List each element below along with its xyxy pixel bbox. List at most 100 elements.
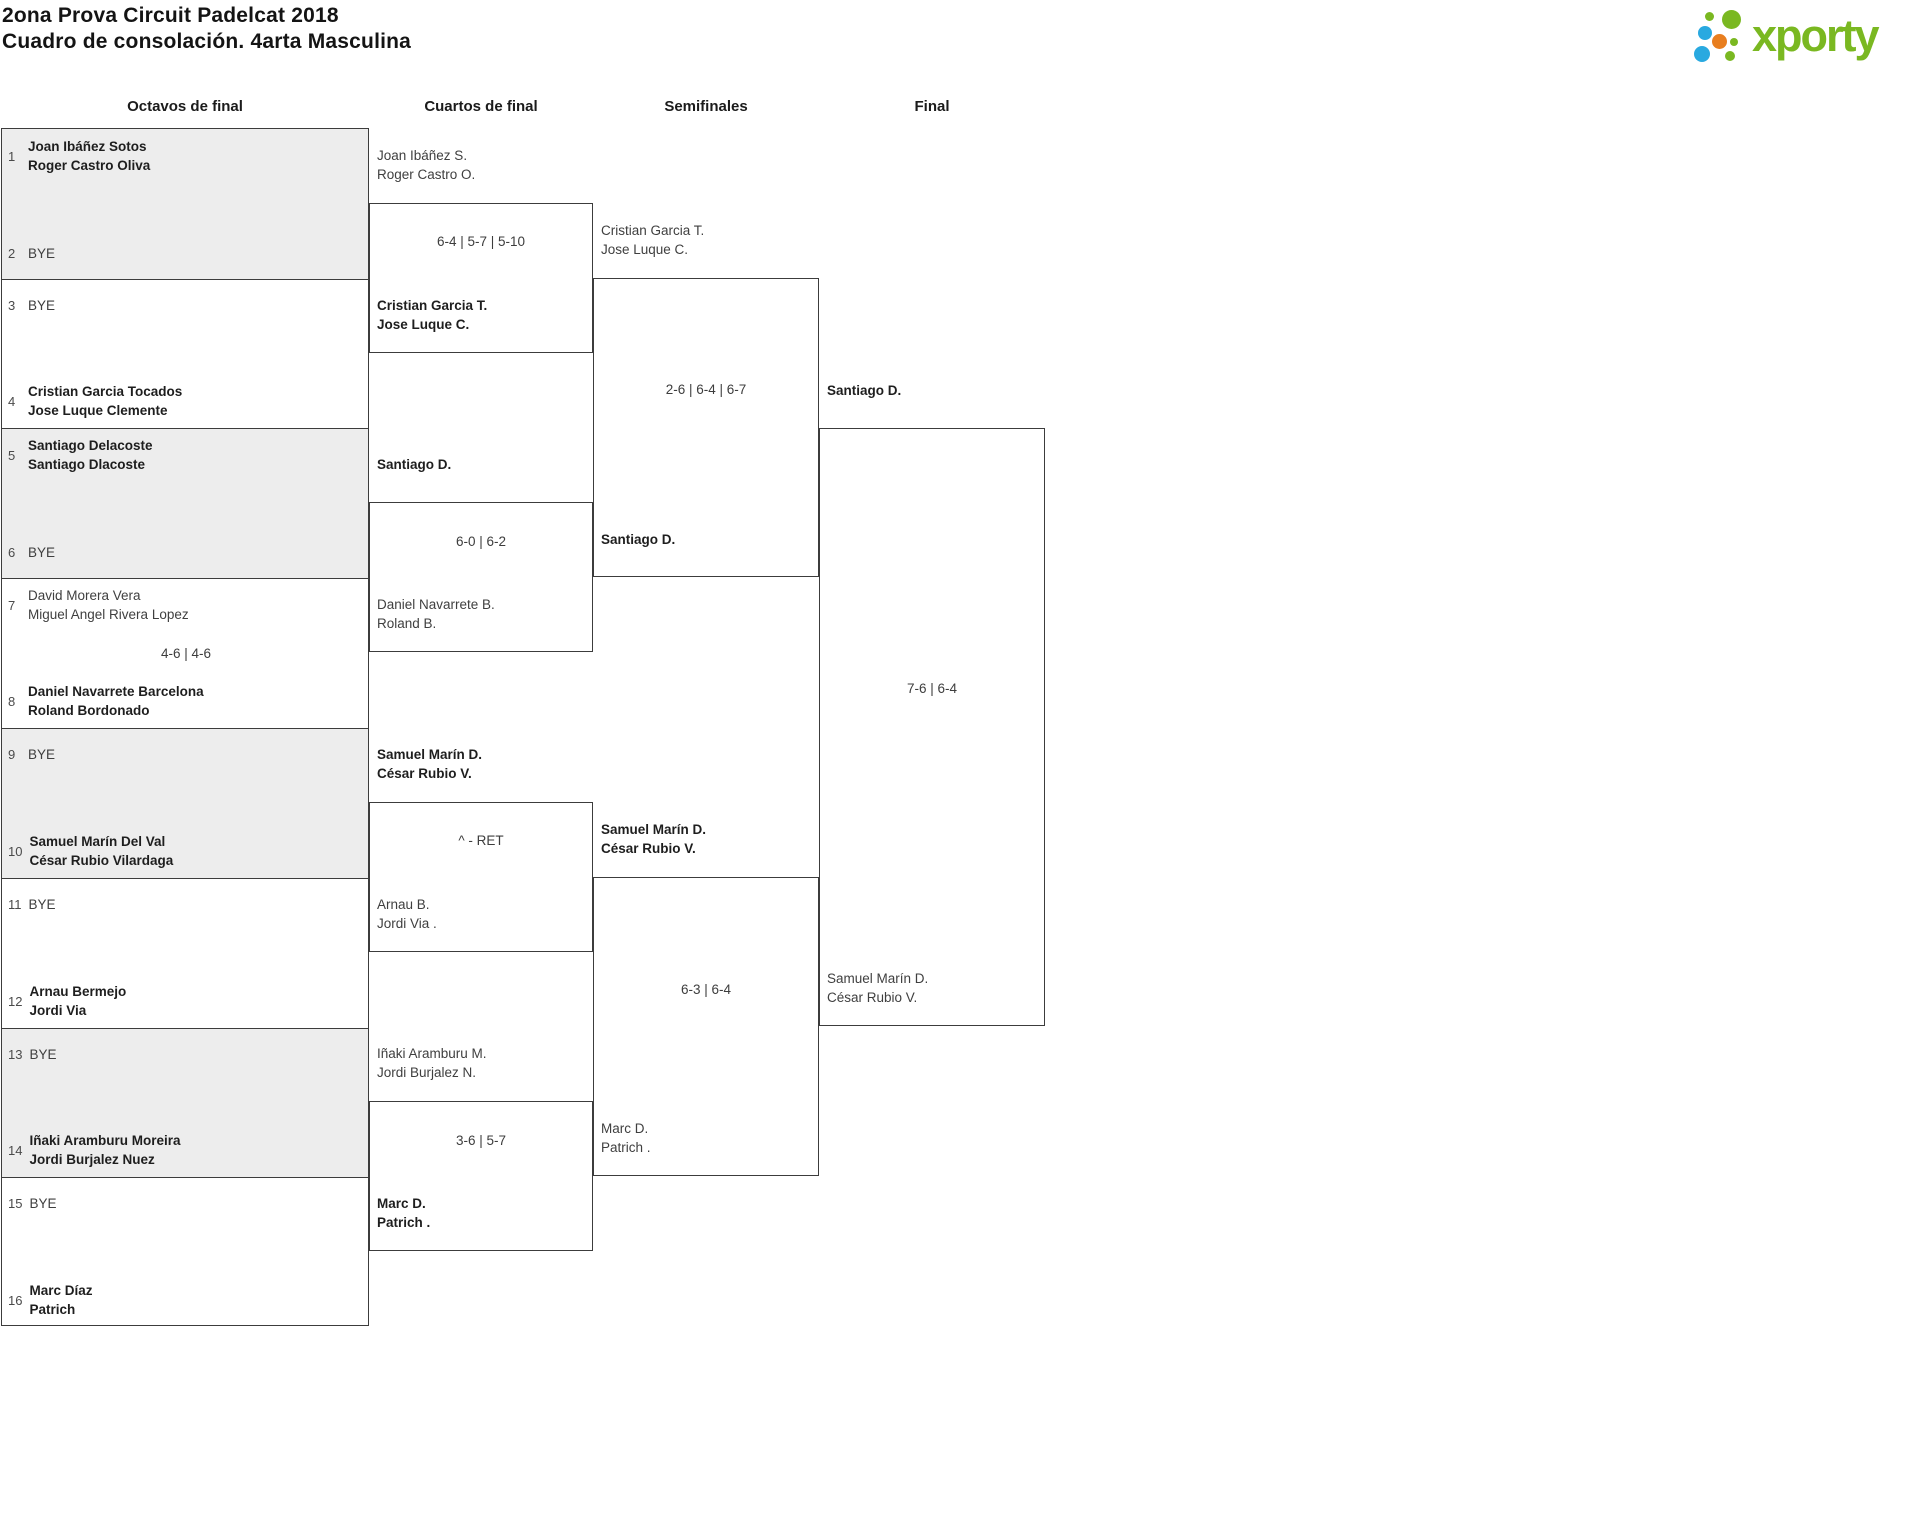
xporty-logo[interactable]: xporty	[1688, 2, 1918, 72]
sf1-score: 2-6 | 6-4 | 6-7	[665, 382, 747, 397]
qf1-score: 6-4 | 5-7 | 5-10	[436, 234, 526, 249]
r16-slot-seed-2: 2 BYE	[8, 244, 360, 263]
sf2-score: 6-3 | 6-4	[680, 982, 732, 997]
bye-label: BYE	[28, 897, 56, 912]
r16-divider	[2, 1177, 368, 1178]
qf4-top-team: Iñaki Aramburu M. Jordi Burjalez N.	[377, 1046, 487, 1080]
r16-divider	[2, 728, 368, 729]
sf-box-1	[593, 278, 819, 577]
qf2-top-team: Santiago D.	[377, 457, 452, 472]
logo-dot-blue-large	[1694, 46, 1710, 62]
r16-slot-seed-3: 3 BYE	[8, 296, 360, 315]
r16-divider	[2, 1028, 368, 1029]
bye-label: BYE	[28, 747, 56, 762]
qf2-score: 6-0 | 6-2	[455, 534, 507, 549]
qf3-top-team: Samuel Marín D. César Rubio V.	[377, 747, 483, 781]
qf1-bottom-team: Cristian Garcia T. Jose Luque C.	[377, 298, 488, 332]
logo-wordmark: xporty	[1752, 10, 1880, 61]
seed-number: 5	[8, 447, 16, 463]
r16-slot-seed-7: 7 David Morera Vera Miguel Angel Rivera …	[8, 586, 360, 624]
seed-number: 1	[8, 148, 16, 164]
team-name: David Morera Vera Miguel Angel Rivera Lo…	[28, 588, 189, 622]
seed-number: 9	[8, 747, 16, 762]
logo-dot-green-small-top	[1705, 12, 1714, 21]
r16-divider	[2, 578, 368, 579]
team-name: Samuel Marín Del Val César Rubio Vilarda…	[29, 834, 174, 868]
r16-divider	[2, 279, 368, 280]
qf-box-1	[369, 203, 593, 353]
sf-box-2	[593, 877, 819, 1176]
seed-number: 4	[8, 393, 16, 409]
logo-dot-green-small-mid	[1730, 38, 1738, 46]
team-name: Joan Ibáñez Sotos Roger Castro Oliva	[28, 139, 151, 173]
seed-number: 8	[8, 693, 16, 709]
qf3-score: ^ - RET	[458, 833, 504, 848]
logo-dot-green-large	[1722, 10, 1741, 29]
round-of-16-column: 1 Joan Ibáñez Sotos Roger Castro Oliva 2…	[1, 128, 369, 1326]
qf2-bottom-team: Daniel Navarrete B. Roland B.	[377, 597, 495, 631]
page-title-line2: Cuadro de consolación. 4arta Masculina	[2, 30, 412, 53]
seed-number: 16	[8, 1292, 23, 1308]
bye-label: BYE	[28, 545, 56, 560]
team-name: Marc Díaz Patrich	[29, 1283, 93, 1317]
sf1-bottom-team: Santiago D.	[601, 532, 676, 547]
r16-slot-seed-16: 16 Marc Díaz Patrich	[8, 1281, 360, 1319]
qf1-top-team: Joan Ibáñez S. Roger Castro O.	[377, 148, 476, 182]
logo-dot-green-bottom	[1725, 51, 1735, 61]
bye-label: BYE	[28, 298, 56, 313]
final-bottom-team: Samuel Marín D. César Rubio V.	[827, 971, 929, 1005]
team-name: Iñaki Aramburu Moreira Jordi Burjalez Nu…	[29, 1133, 181, 1167]
seed-number: 6	[8, 545, 16, 560]
seed-number: 12	[8, 993, 23, 1009]
qf3-bottom-team: Arnau B. Jordi Via .	[377, 897, 437, 931]
bye-label: BYE	[29, 1047, 57, 1062]
r16-slot-seed-9: 9 BYE	[8, 745, 360, 764]
team-name: Cristian Garcia Tocados Jose Luque Cleme…	[28, 384, 183, 418]
final-score: 7-6 | 6-4	[906, 681, 958, 696]
seed-number: 10	[8, 843, 23, 859]
sf1-top-team: Cristian Garcia T. Jose Luque C.	[601, 223, 705, 257]
logo-dot-orange	[1712, 34, 1727, 49]
team-name: Arnau Bermejo Jordi Via	[29, 984, 127, 1018]
bye-label: BYE	[29, 1196, 57, 1211]
team-name: Daniel Navarrete Barcelona Roland Bordon…	[28, 684, 204, 718]
r16-match-3-shading	[2, 428, 368, 578]
sf2-bottom-team: Marc D. Patrich .	[601, 1121, 651, 1155]
logo-dot-blue-mid	[1698, 26, 1712, 40]
seed-number: 7	[8, 597, 16, 613]
page-title: 2ona Prova Circuit Padelcat 2018 Cuadro …	[2, 3, 411, 55]
page-title-line1: 2ona Prova Circuit Padelcat 2018	[2, 4, 339, 27]
qf-box-3	[369, 802, 593, 952]
r16-match-5-shading	[2, 728, 368, 878]
seed-number: 11	[8, 897, 22, 912]
seed-number: 15	[8, 1196, 23, 1211]
r16-divider	[2, 878, 368, 879]
sf2-top-team: Samuel Marín D. César Rubio V.	[601, 822, 707, 856]
r16-slot-seed-13: 13 BYE	[8, 1045, 360, 1064]
r16-slot-seed-10: 10 Samuel Marín Del Val César Rubio Vila…	[8, 832, 360, 870]
r16-slot-seed-4: 4 Cristian Garcia Tocados Jose Luque Cle…	[8, 382, 360, 420]
seed-number: 3	[8, 298, 16, 313]
r16-divider	[2, 428, 368, 429]
r16-slot-seed-5: 5 Santiago Delacoste Santiago Dlacoste	[8, 436, 360, 474]
r16-slot-seed-1: 1 Joan Ibáñez Sotos Roger Castro Oliva	[8, 137, 360, 175]
r16-slot-seed-8: 8 Daniel Navarrete Barcelona Roland Bord…	[8, 682, 360, 720]
seed-number: 2	[8, 246, 16, 261]
r16-slot-seed-15: 15 BYE	[8, 1194, 360, 1213]
seed-number: 14	[8, 1142, 23, 1158]
team-name: Santiago Delacoste Santiago Dlacoste	[28, 438, 153, 472]
r16-match-4-score: 4-6 | 4-6	[160, 646, 212, 661]
qf4-score: 3-6 | 5-7	[455, 1133, 507, 1148]
seed-number: 13	[8, 1047, 23, 1062]
col-header-cuartos: Cuartos de final	[424, 98, 538, 115]
qf-box-4	[369, 1101, 593, 1251]
r16-slot-seed-14: 14 Iñaki Aramburu Moreira Jordi Burjalez…	[8, 1131, 360, 1169]
final-top-team: Santiago D.	[827, 383, 902, 398]
r16-slot-seed-11: 11 BYE	[8, 895, 360, 914]
col-header-octavos: Octavos de final	[127, 98, 243, 115]
r16-slot-seed-6: 6 BYE	[8, 543, 360, 562]
r16-match-7-shading	[2, 1028, 368, 1177]
col-header-semifinales: Semifinales	[664, 98, 748, 115]
qf-box-2	[369, 502, 593, 652]
